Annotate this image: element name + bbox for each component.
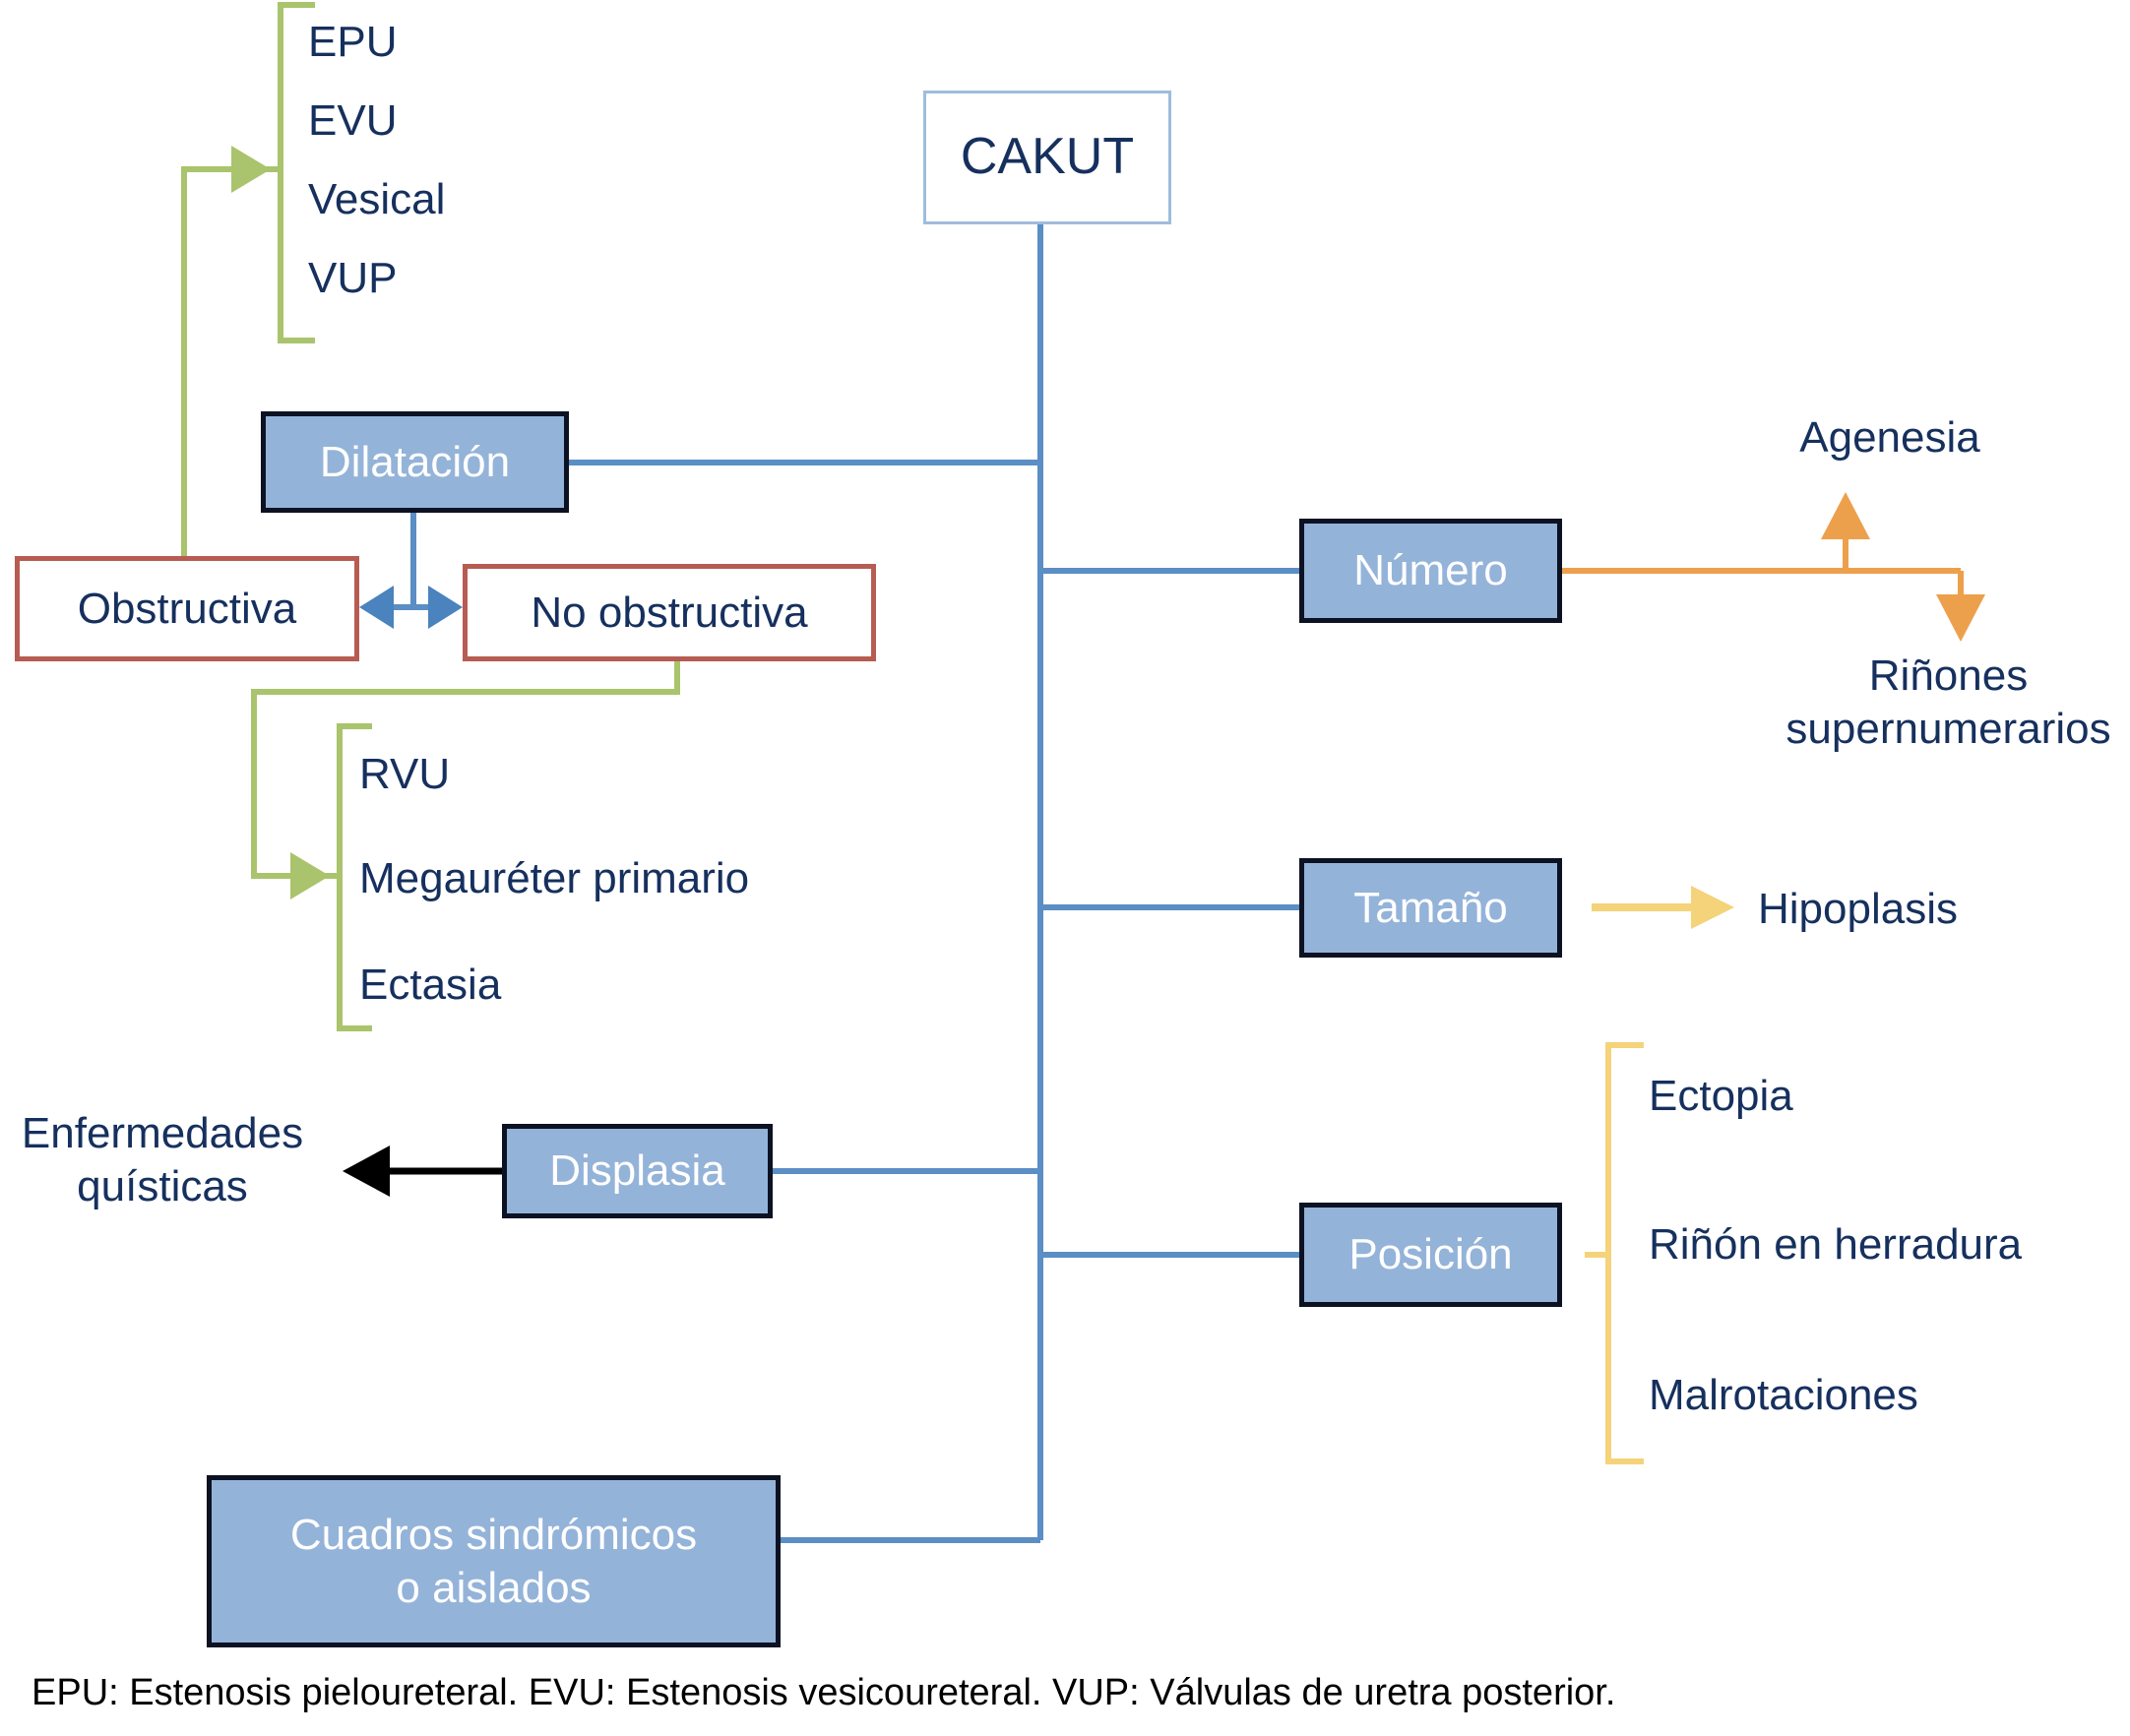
node-displasia-label: Displasia: [549, 1147, 725, 1196]
leaf-ectopia-label: Ectopia: [1649, 1072, 1793, 1120]
leaf-hipoplasis: Hipoplasis: [1758, 883, 1958, 936]
leaf-evu: EVU: [308, 94, 397, 148]
arrow-yellow-hipoplasis: [1691, 886, 1734, 929]
leaf-rinones-line2: supernumerarios: [1785, 704, 2111, 753]
arrow-orange-supernumerarios: [1936, 594, 1985, 642]
leaf-malrotaciones-label: Malrotaciones: [1649, 1371, 1918, 1419]
arrow-left-obstructiva: [359, 586, 394, 629]
leaf-vesical: Vesical: [308, 173, 445, 226]
leaf-rinon-herradura-label: Riñón en herradura: [1649, 1220, 2023, 1269]
no-obstructiva-path: [251, 661, 680, 879]
leaf-epu: EPU: [308, 16, 397, 69]
node-dilatacion-label: Dilatación: [319, 437, 511, 486]
node-displasia[interactable]: Displasia: [502, 1124, 773, 1218]
arrow-green-no-obstructiva: [290, 852, 330, 899]
yellow-bracket-posicion: [1585, 1042, 1644, 1464]
leaf-ectasia: Ectasia: [359, 959, 501, 1012]
leaf-vup-label: VUP: [308, 254, 398, 302]
node-cakut[interactable]: CAKUT: [923, 91, 1171, 224]
leaf-rinones-line1: Riñones: [1868, 651, 2029, 700]
leaf-malrotaciones: Malrotaciones: [1649, 1369, 1918, 1422]
node-numero[interactable]: Número: [1299, 519, 1562, 623]
leaf-enfermedades-line2: quísticas: [77, 1161, 248, 1210]
dilatacion-split: [384, 513, 443, 610]
node-no-obstructiva[interactable]: No obstructiva: [463, 564, 876, 661]
leaf-agenesia: Agenesia: [1762, 411, 2018, 465]
node-obstructiva-label: Obstructiva: [77, 584, 297, 633]
leaf-enfermedades-line1: Enfermedades: [21, 1109, 304, 1157]
footnote-abbreviations: EPU: Estenosis pieloureteral. EVU: Esten…: [31, 1672, 1615, 1714]
node-posicion[interactable]: Posición: [1299, 1203, 1562, 1307]
node-cuadros-sindromicos[interactable]: Cuadros sindrómicos o aislados: [207, 1475, 781, 1647]
node-obstructiva[interactable]: Obstructiva: [15, 556, 359, 661]
leaf-hipoplasis-label: Hipoplasis: [1758, 885, 1958, 933]
node-tamano-label: Tamaño: [1353, 883, 1508, 932]
arrow-black-enfermedades: [343, 1146, 390, 1197]
leaf-vesical-label: Vesical: [308, 175, 446, 223]
obstructiva-path: [181, 166, 239, 556]
leaf-vup: VUP: [308, 252, 397, 305]
leaf-ectasia-label: Ectasia: [359, 961, 502, 1009]
node-dilatacion[interactable]: Dilatación: [261, 411, 569, 513]
arrow-orange-agenesia: [1821, 492, 1870, 539]
leaf-agenesia-label: Agenesia: [1799, 413, 1980, 462]
leaf-evu-label: EVU: [308, 96, 398, 145]
node-cakut-label: CAKUT: [960, 128, 1135, 186]
leaf-ectopia: Ectopia: [1649, 1070, 1793, 1123]
node-tamano[interactable]: Tamaño: [1299, 858, 1562, 958]
node-cuadros-label-line1: Cuadros sindrómicos: [289, 1510, 698, 1559]
leaf-rvu: RVU: [359, 748, 450, 801]
arrow-right-no-obstructiva: [428, 586, 463, 629]
arrow-green-obstructiva: [231, 146, 271, 193]
leaf-megaureter-primario: Megauréter primario: [359, 852, 749, 905]
leaf-epu-label: EPU: [308, 18, 398, 66]
node-posicion-label: Posición: [1348, 1230, 1513, 1279]
orange-connector-numero: [1562, 522, 1964, 612]
posicion-bracket: [1605, 1042, 1644, 1464]
leaf-megaureter-label: Megauréter primario: [359, 854, 750, 902]
node-numero-label: Número: [1353, 546, 1508, 595]
leaf-rvu-label: RVU: [359, 750, 451, 798]
leaf-rinon-en-herradura: Riñón en herradura: [1649, 1218, 2022, 1271]
footnote-text: EPU: Estenosis pieloureteral. EVU: Esten…: [31, 1672, 1616, 1713]
node-cuadros-label-line2: o aislados: [396, 1563, 592, 1612]
node-no-obstructiva-label: No obstructiva: [531, 588, 808, 637]
leaf-enfermedades-quisticas: Enfermedades quísticas: [0, 1107, 325, 1212]
leaf-rinones-supernumerarios: Riñones supernumerarios: [1767, 650, 2130, 755]
